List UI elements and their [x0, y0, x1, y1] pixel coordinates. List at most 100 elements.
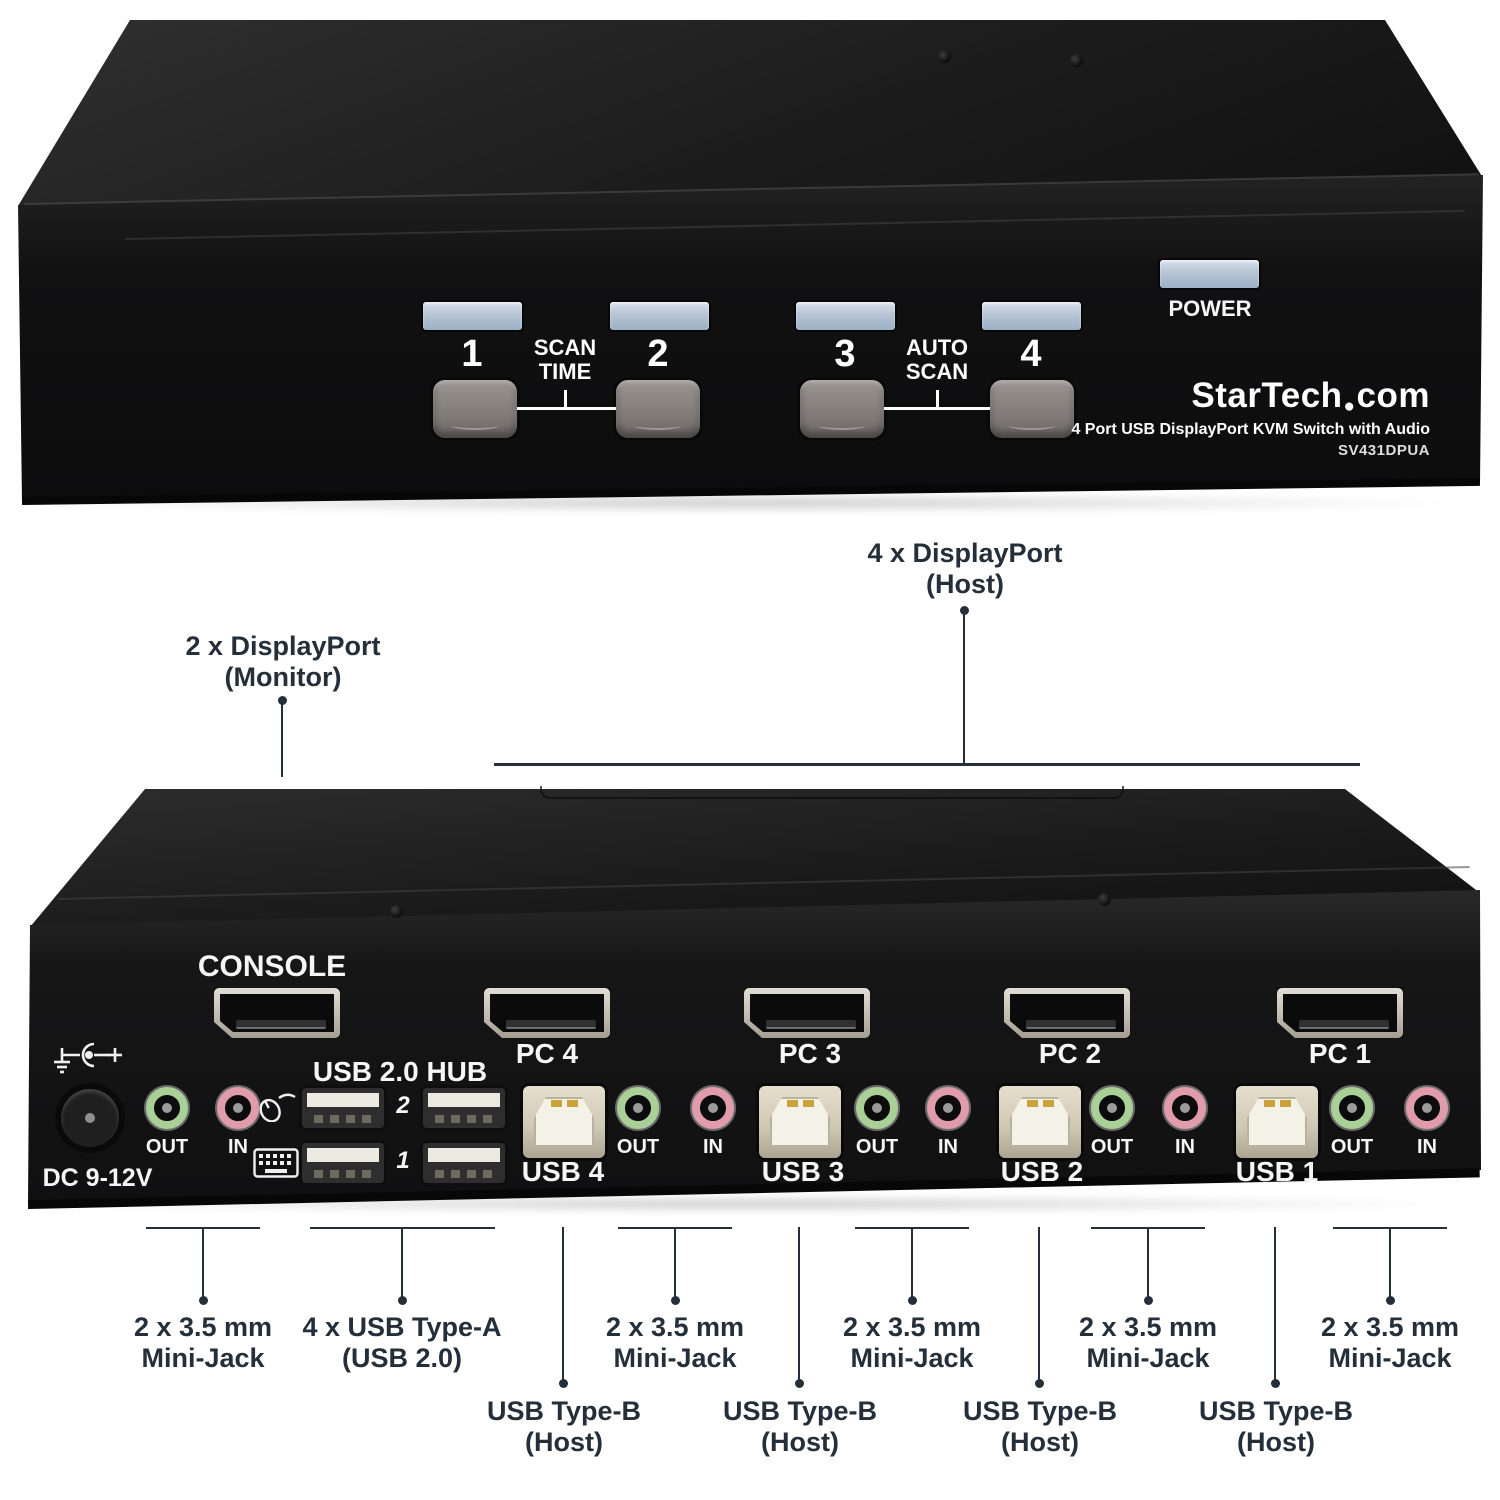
usb2-label: USB 2: [1000, 1156, 1084, 1187]
callout-usb-type-b: USB Type-B (Host): [1198, 1396, 1353, 1457]
auto-scan-link-line: [884, 407, 990, 410]
callout-line: [202, 1227, 204, 1297]
callout-displayport-monitor: 2 x DisplayPort (Monitor): [185, 631, 381, 692]
auto-scan-label: AUTO SCAN: [905, 335, 969, 384]
pc2-displayport-port: [1004, 988, 1130, 1038]
pc3-label: PC 3: [778, 1038, 842, 1069]
callout-span-line: [494, 763, 1360, 766]
audio-in-label: IN: [1175, 1136, 1195, 1158]
model-number: SV431DPUA: [1337, 442, 1430, 459]
hub-row1-label: 1: [396, 1147, 410, 1174]
callout-line: [1274, 1227, 1276, 1380]
audio-out-label: OUT: [1090, 1136, 1134, 1158]
audio-in-label: IN: [703, 1136, 723, 1158]
scan-time-label: SCAN TIME: [533, 335, 597, 384]
audio-in-label: IN: [1417, 1136, 1437, 1158]
product-title: 4 Port USB DisplayPort KVM Switch with A…: [1071, 421, 1430, 438]
callout-usb-type-a: 4 x USB Type-A (USB 2.0): [302, 1312, 502, 1373]
power-led: [1160, 260, 1259, 288]
pc2-audio-in-jack: [1164, 1087, 1206, 1129]
screw-icon: [1098, 893, 1111, 906]
usb1-type-b-port: [1236, 1086, 1318, 1158]
callout-line: [911, 1227, 913, 1297]
callout-line: [1389, 1227, 1391, 1297]
pc1-displayport-port: [1277, 988, 1403, 1038]
pc3-audio-out-jack: [856, 1087, 898, 1129]
callout-dot: [1271, 1379, 1280, 1388]
screw-icon: [390, 905, 403, 918]
port4-number: 4: [1020, 333, 1042, 375]
power-label: POWER: [1168, 296, 1252, 321]
audio-out-label: OUT: [855, 1136, 899, 1158]
callout-line: [1147, 1227, 1149, 1297]
dc-voltage-label: DC 9-12V: [42, 1164, 153, 1192]
port2-led: [610, 302, 709, 330]
callout-line: [401, 1227, 403, 1297]
callout-mini-jack: 2 x 3.5 mm Mini-Jack: [133, 1312, 273, 1373]
usb-a-hub-port: [302, 1088, 384, 1128]
pc4-displayport-port: [484, 988, 610, 1038]
pc2-audio-out-jack: [1091, 1087, 1133, 1129]
console-label: CONSOLE: [197, 950, 347, 983]
port3-led: [796, 302, 895, 330]
dc-power-jack: [61, 1089, 119, 1147]
callout-dot: [1386, 1296, 1395, 1305]
pc1-label: PC 1: [1308, 1038, 1372, 1069]
callout-mini-jack: 2 x 3.5 mm Mini-Jack: [1320, 1312, 1460, 1373]
callout-line: [963, 614, 965, 765]
pc2-label: PC 2: [1038, 1038, 1102, 1069]
callout-usb-type-b: USB Type-B (Host): [722, 1396, 877, 1457]
pc4-audio-in-jack: [692, 1087, 734, 1129]
usb-a-hub-port: [423, 1143, 505, 1183]
audio-out-label: OUT: [1330, 1136, 1374, 1158]
usb-hub-label: USB 2.0 HUB: [312, 1056, 488, 1087]
rear-device-lid-notch: [540, 786, 1124, 799]
usb-a-hub-port: [423, 1088, 505, 1128]
callout-mini-jack: 2 x 3.5 mm Mini-Jack: [842, 1312, 982, 1373]
audio-in-label: IN: [228, 1136, 248, 1158]
pc1-audio-in-jack: [1406, 1087, 1448, 1129]
front-device-front-face: [18, 175, 1483, 502]
usb-a-hub-port: [302, 1143, 384, 1183]
console-audio-in-jack: [217, 1087, 259, 1129]
usb3-label: USB 3: [761, 1156, 845, 1187]
pc1-audio-out-jack: [1331, 1087, 1373, 1129]
pc4-label: PC 4: [515, 1038, 579, 1069]
scan-time-link-tick: [564, 390, 567, 408]
callout-dot: [559, 1379, 568, 1388]
console-displayport-port: [214, 988, 340, 1038]
port2-number: 2: [647, 333, 669, 375]
port3-select-button: [800, 380, 884, 438]
pc4-audio-out-jack: [617, 1087, 659, 1129]
hub-row2-label: 2: [396, 1092, 410, 1119]
usb4-type-b-port: [523, 1086, 605, 1158]
screw-icon: [1070, 54, 1083, 67]
callout-usb-type-b: USB Type-B (Host): [486, 1396, 641, 1457]
callout-dot: [199, 1296, 208, 1305]
callout-line: [281, 704, 283, 777]
console-audio-out-jack: [146, 1087, 188, 1129]
callout-dot: [671, 1296, 680, 1305]
pc3-displayport-port: [744, 988, 870, 1038]
usb3-type-b-port: [759, 1086, 841, 1158]
port4-led: [982, 302, 1081, 330]
usb4-label: USB 4: [521, 1156, 605, 1187]
dc-polarity-icon: [54, 1042, 122, 1074]
port4-select-button: [990, 380, 1074, 438]
auto-scan-link-tick: [936, 390, 939, 408]
callout-dot: [1144, 1296, 1153, 1305]
port3-number: 3: [834, 333, 856, 375]
callout-dot: [795, 1379, 804, 1388]
keyboard-icon: [253, 1148, 299, 1178]
port2-select-button: [616, 380, 700, 438]
audio-in-label: IN: [938, 1136, 958, 1158]
callout-displayport-host: 4 x DisplayPort (Host): [867, 538, 1063, 599]
port1-number: 1: [461, 333, 483, 375]
usb2-type-b-port: [999, 1086, 1081, 1158]
callout-line: [1038, 1227, 1040, 1380]
usb1-label: USB 1: [1235, 1156, 1319, 1187]
brand-logo: StarTech●com: [1191, 376, 1430, 417]
callout-line: [562, 1227, 564, 1380]
audio-out-label: OUT: [145, 1136, 189, 1158]
